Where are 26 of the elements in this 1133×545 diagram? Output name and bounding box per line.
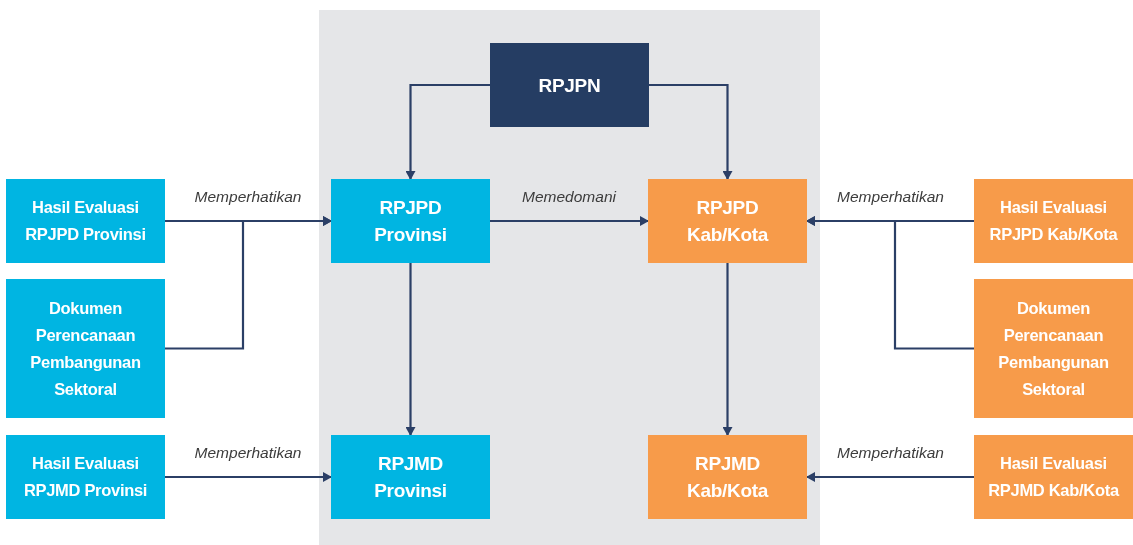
edge-label: Memperhatikan: [837, 444, 944, 462]
process-box: Dokumen Perencanaan Pembangunan Sektoral: [974, 279, 1133, 418]
process-box: Dokumen Perencanaan Pembangunan Sektoral: [6, 279, 165, 418]
arrow: [405, 263, 416, 436]
process-box: Hasil Evaluasi RPJMD Kab/Kota: [974, 435, 1133, 519]
process-box: RPJMD Provinsi: [331, 435, 490, 519]
arrow: [649, 83, 733, 180]
arrow: [722, 263, 733, 436]
process-box: RPJMD Kab/Kota: [648, 435, 807, 519]
process-box: Hasil Evaluasi RPJMD Provinsi: [6, 435, 165, 519]
arrow: [490, 216, 649, 226]
process-box: Hasil Evaluasi RPJPD Provinsi: [6, 179, 165, 263]
process-box: RPJPD Provinsi: [331, 179, 490, 263]
process-box: RPJPN: [490, 43, 649, 127]
arrow: [405, 83, 490, 180]
edge-label: Memperhatikan: [194, 444, 302, 462]
process-box: RPJPD Kab/Kota: [648, 179, 807, 263]
arrow: [806, 216, 974, 350]
background-panel: [319, 10, 820, 545]
arrow: [806, 472, 974, 482]
edge-label: Memperhatikan: [194, 188, 302, 206]
arrow: [165, 472, 332, 482]
process-box: Hasil Evaluasi RPJPD Kab/Kota: [974, 179, 1133, 263]
edge-label: Memedomani: [522, 188, 616, 206]
arrow: [165, 216, 332, 350]
edge-label: Memperhatikan: [837, 188, 944, 206]
